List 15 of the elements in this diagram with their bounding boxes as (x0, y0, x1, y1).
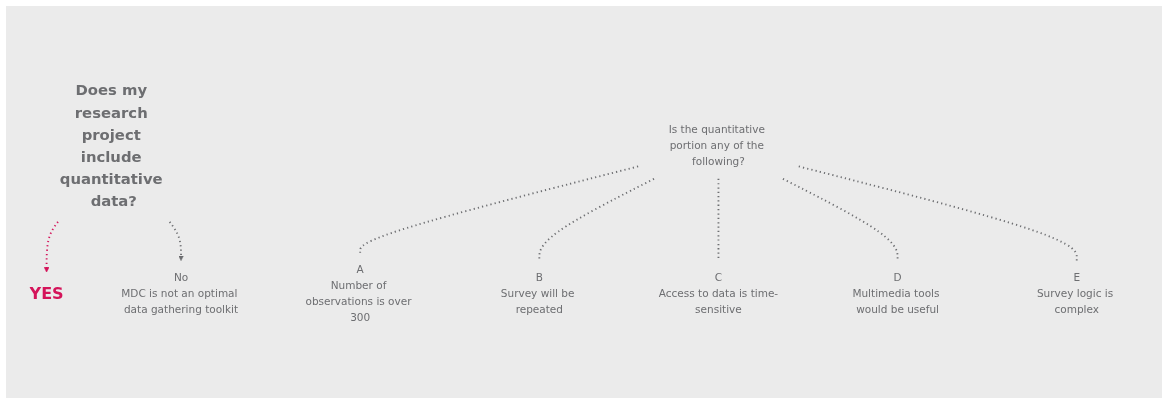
arrow (43, 220, 59, 273)
node-text: C Access to data is time-sensitive (658, 271, 779, 315)
node-text: E Survey logic is complex (1036, 271, 1114, 315)
connector (359, 165, 640, 254)
node-text: YES (29, 283, 64, 303)
node-text: No MDC is not an optimal data gathering toolkit (121, 271, 239, 315)
node-text: A Number of observations is over 300 (305, 263, 412, 323)
node-text: B Survey will be repeated (500, 271, 575, 315)
node-text: Is the quantitative portion any of the following? (668, 123, 765, 168)
connector (538, 177, 655, 262)
connector (782, 177, 899, 262)
arrow (168, 220, 184, 261)
node-text: D Multimedia tools would be useful (852, 271, 940, 315)
connector (797, 165, 1078, 262)
node-text: Does my research project include quantitative data? (59, 81, 163, 211)
